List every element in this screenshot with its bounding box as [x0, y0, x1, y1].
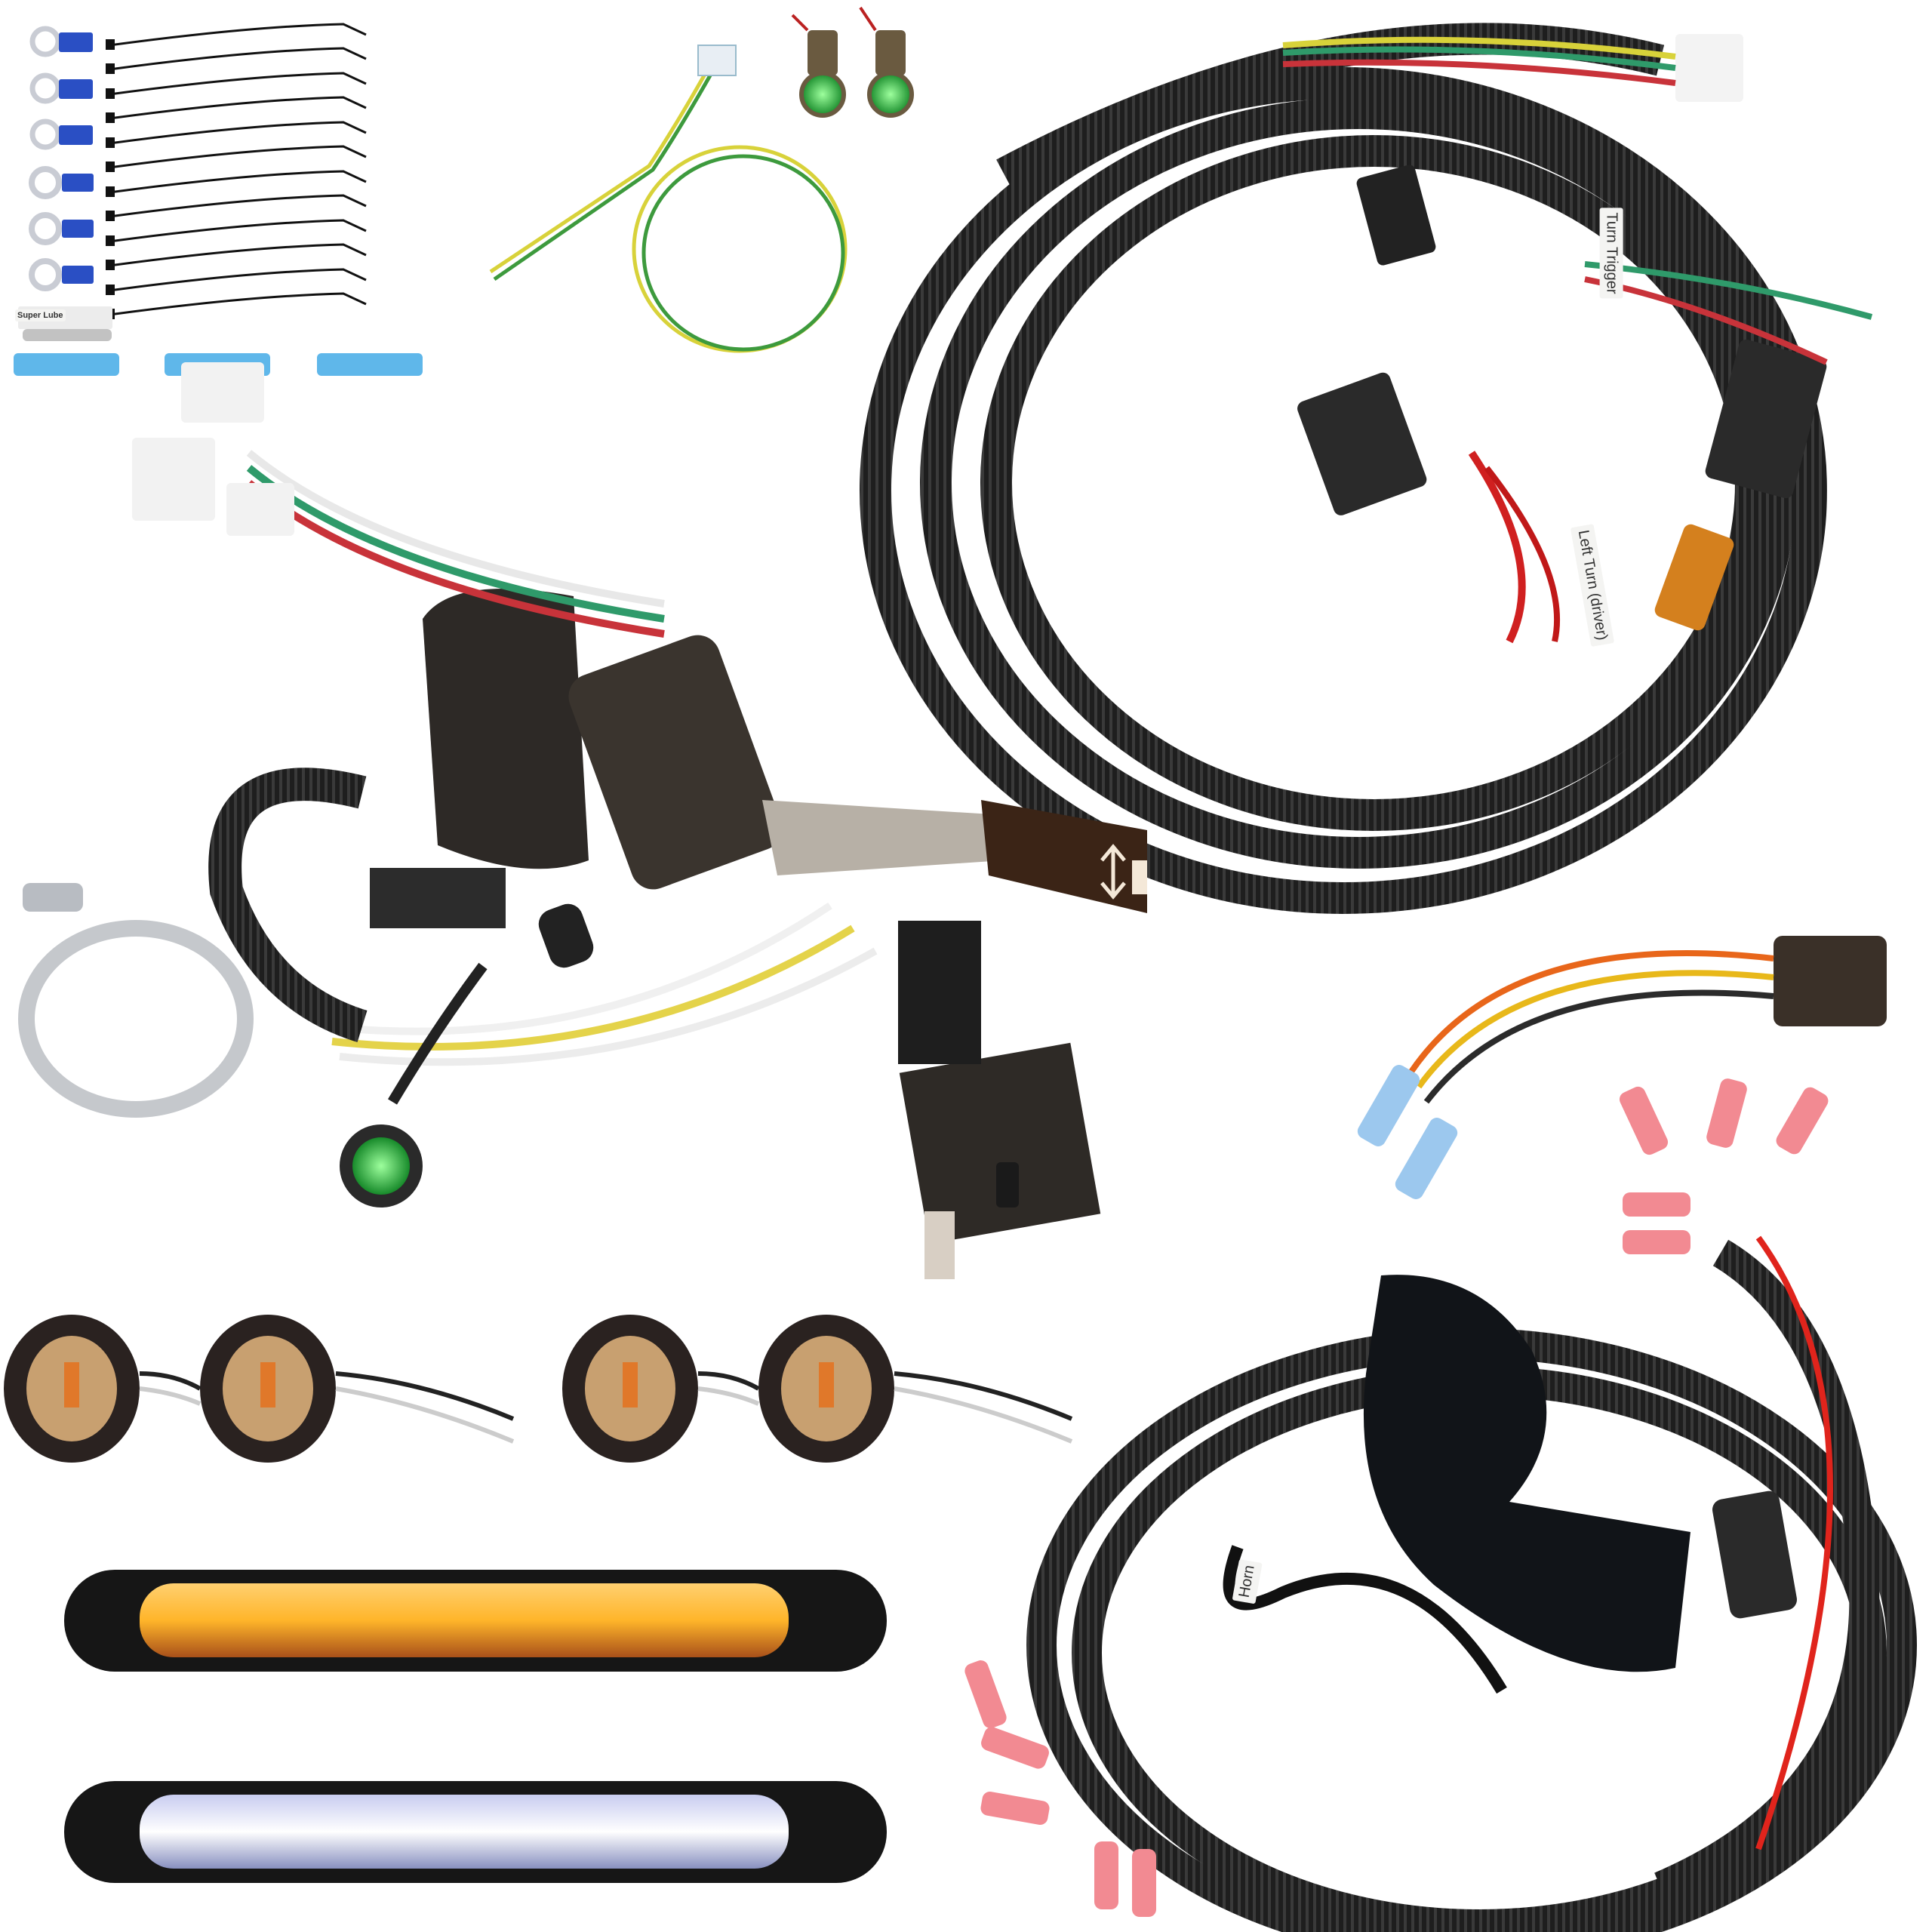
indicator-push-buttons: [791, 6, 914, 118]
heat-shrink-large: [370, 868, 506, 928]
fuse-holder: [1712, 1491, 1797, 1619]
heat-shrink-small: [538, 903, 594, 968]
switch-wires: [208, 450, 878, 1066]
ring-terminals: [29, 26, 94, 291]
flasher-relay: [898, 921, 1101, 1279]
round-amber-lights: [4, 1315, 1073, 1463]
pigtail-connector: [1357, 936, 1887, 1199]
zip-ties: [109, 23, 367, 316]
grease-label: Super Lube: [15, 309, 66, 321]
main-harness-connectors: [1282, 34, 1873, 644]
hose-clamp: [18, 883, 254, 1118]
horn-power-wire: [1755, 1235, 1833, 1850]
ground-wire: [489, 45, 848, 353]
horn-lead: [1223, 1545, 1507, 1694]
tag-turn-trigger: Turn Trigger: [1599, 208, 1623, 299]
led-bar-white: [64, 1781, 887, 1883]
dash-indicator-light: [340, 962, 488, 1208]
horn: [1363, 1275, 1690, 1672]
led-bar-amber: [64, 1570, 887, 1672]
turn-signal-switch: [423, 589, 1147, 913]
switch-connectors: [132, 362, 294, 536]
butt-connectors: [14, 353, 423, 376]
female-spade-terminals: [964, 1078, 1829, 1917]
